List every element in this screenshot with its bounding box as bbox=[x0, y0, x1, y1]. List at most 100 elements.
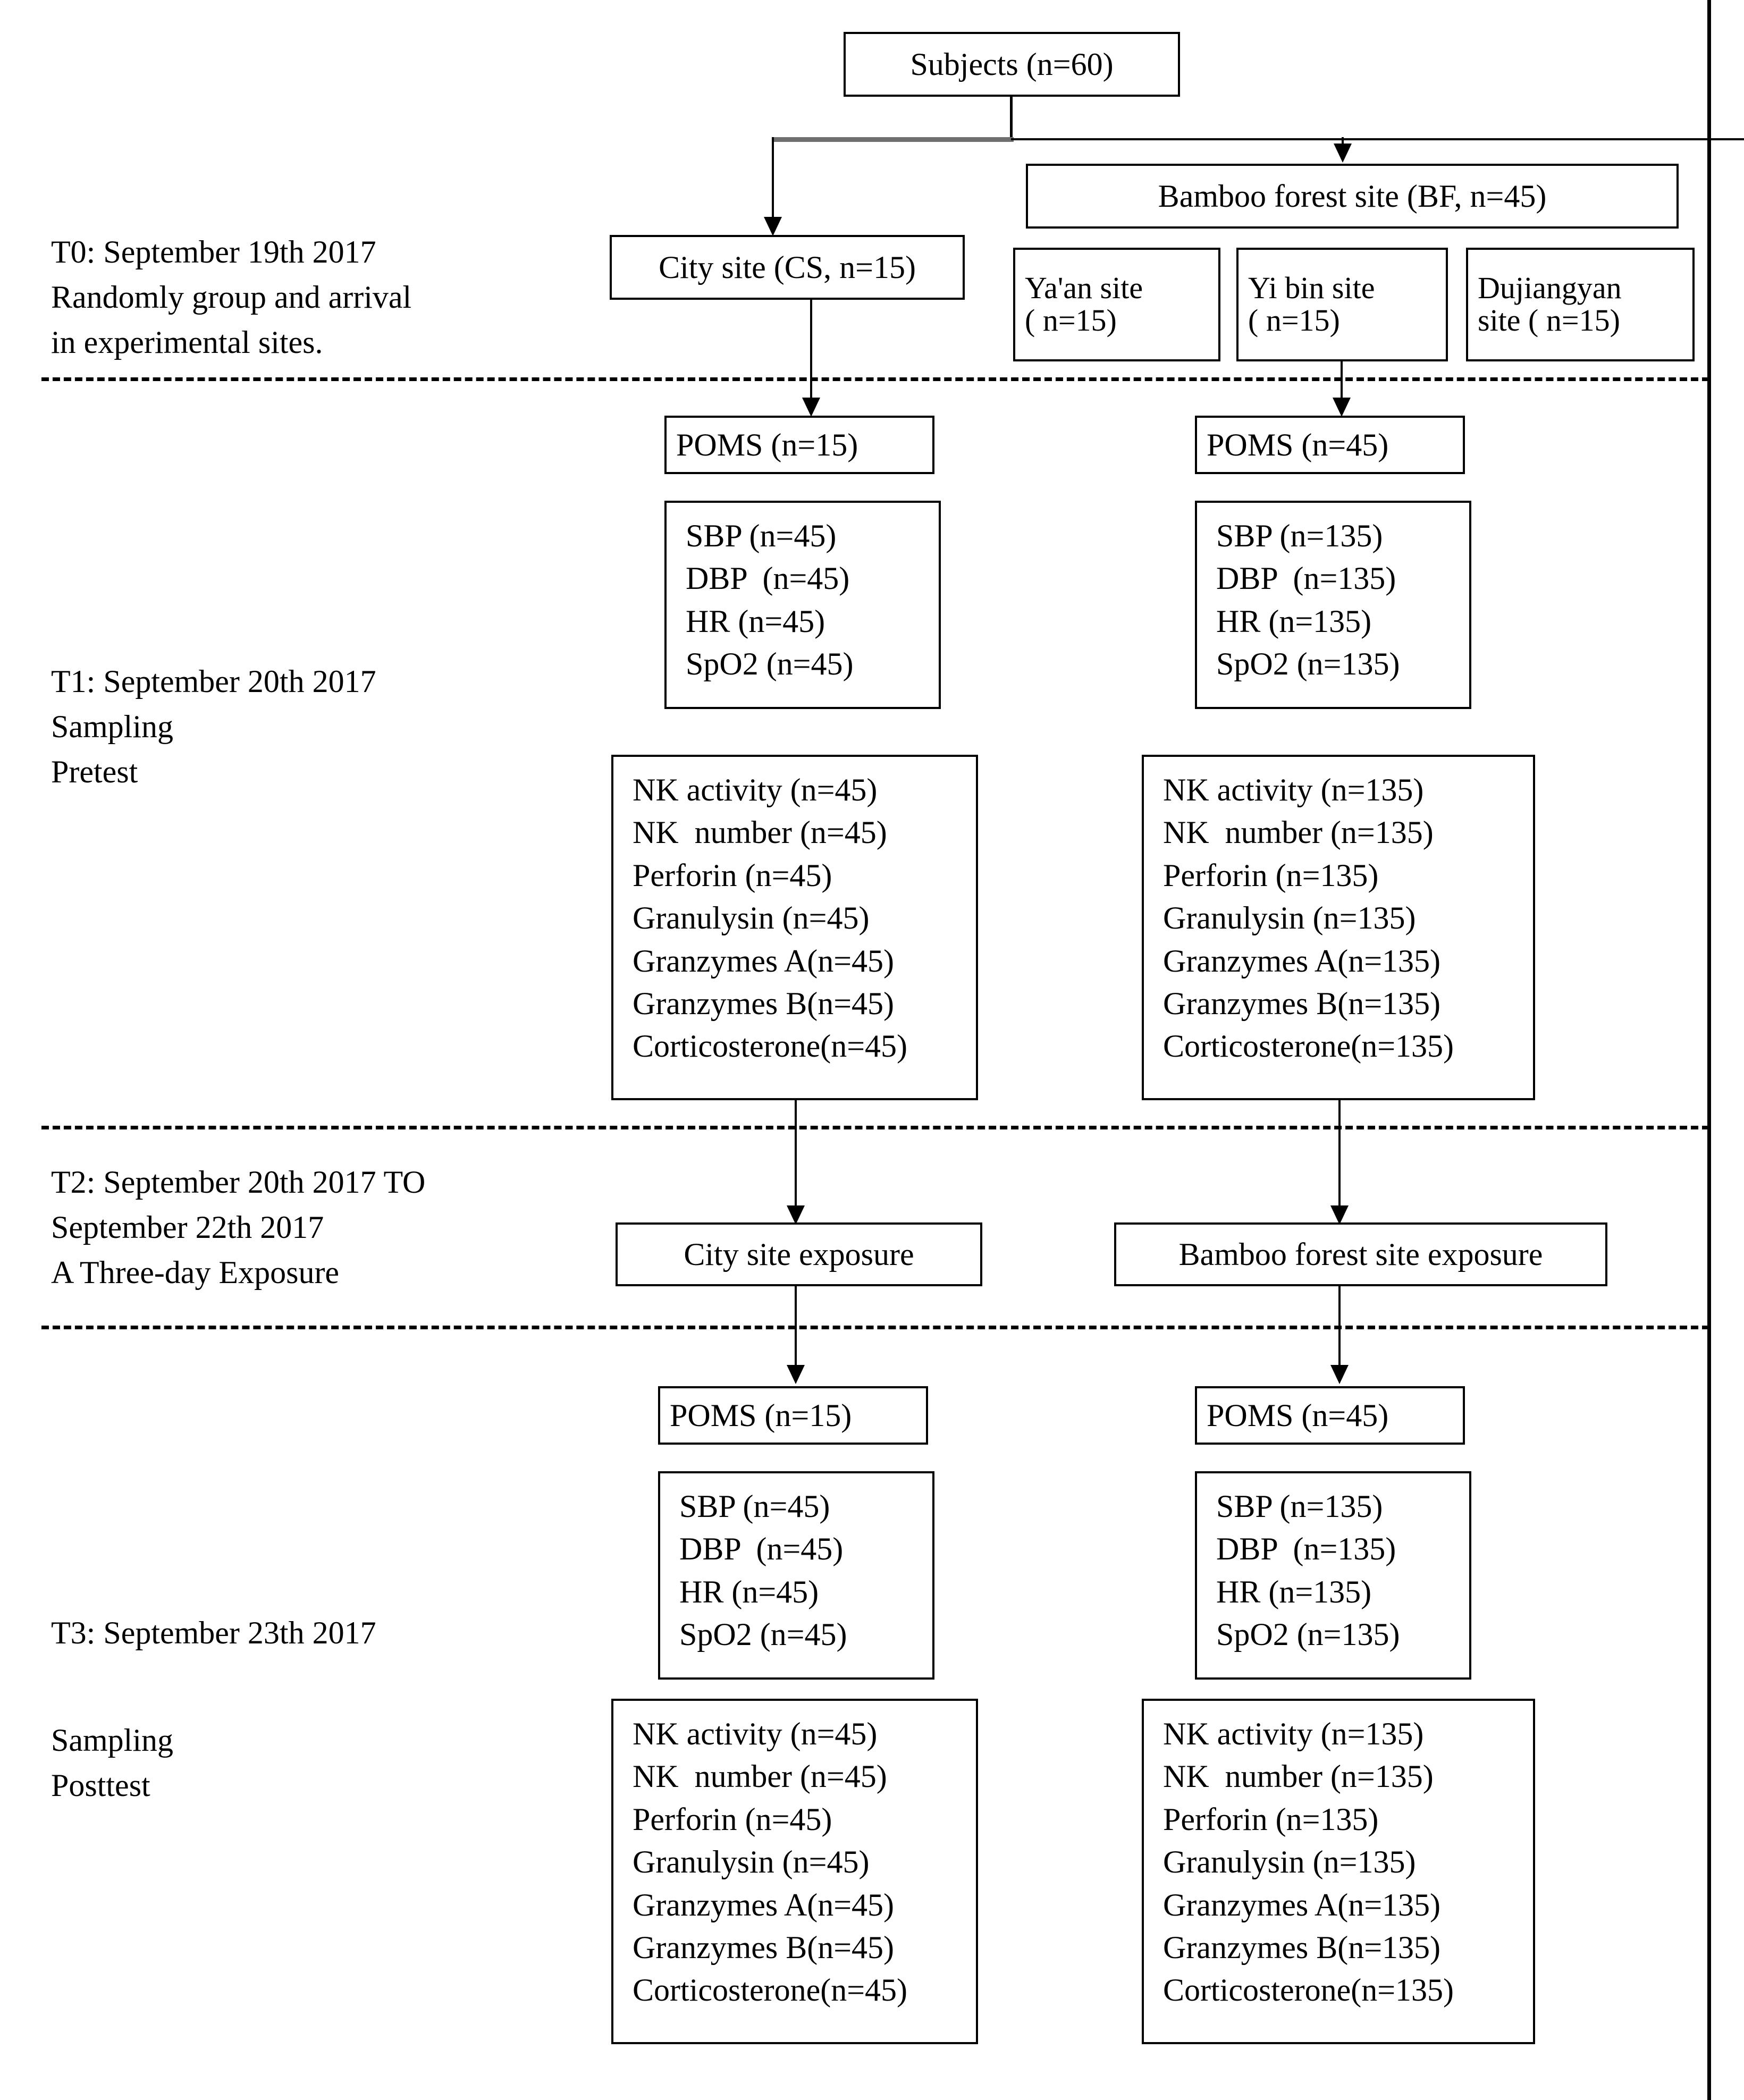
posttest-bf-assay-line: Perforin (n=135) bbox=[1163, 1801, 1379, 1837]
posttest-cs-assay-line: Corticosterone(n=45) bbox=[633, 1972, 908, 2008]
posttest-cs-assay-line: Granzymes B(n=45) bbox=[633, 1929, 895, 1965]
pretest-cs-assay-line: Granulysin (n=45) bbox=[633, 900, 870, 936]
posttest-cs-assay-line: NK number (n=45) bbox=[633, 1759, 887, 1794]
pretest-bf-assay-line: Granzymes A(n=135) bbox=[1163, 943, 1441, 979]
timeline-label-t2: T2: September 20th 2017 TO September 22t… bbox=[51, 1165, 426, 1291]
timeline-label-t3-date: T3: September 23th 2017 bbox=[51, 1615, 376, 1650]
node-yibin-site-label: Yi bin site ( n=15) bbox=[1248, 271, 1375, 338]
connector-exposure-cs-to-posttest bbox=[795, 1286, 797, 1381]
connector-pretest-cs-to-exposure bbox=[795, 1100, 797, 1221]
pretest-bf-assay-line: Granulysin (n=135) bbox=[1163, 900, 1416, 936]
pretest-cs-poms-box[interactable]: POMS (n=15) bbox=[664, 416, 934, 474]
phase-separator-t0-t1 bbox=[41, 377, 1709, 381]
connector-subjects-stem bbox=[1010, 97, 1013, 139]
posttest-bf-vitals-box[interactable]: SBP (n=135) DBP (n=135) HR (n=135) SpO2 … bbox=[1195, 1471, 1471, 1680]
posttest-bf-vitals-line: SpO2 (n=135) bbox=[1216, 1617, 1400, 1652]
posttest-bf-assay-line: NK number (n=135) bbox=[1163, 1759, 1434, 1794]
node-yibin-site[interactable]: Yi bin site ( n=15) bbox=[1236, 248, 1448, 361]
pretest-cs-vitals-line: DBP (n=45) bbox=[686, 561, 850, 596]
posttest-bf-poms-label: POMS (n=45) bbox=[1207, 1397, 1389, 1433]
arrowhead-to-city-site bbox=[764, 217, 782, 236]
pretest-cs-vitals-box[interactable]: SBP (n=45) DBP (n=45) HR (n=45) SpO2 (n=… bbox=[664, 501, 941, 709]
pretest-bf-assay-line: NK number (n=135) bbox=[1163, 815, 1434, 850]
pretest-bf-poms-box[interactable]: POMS (n=45) bbox=[1195, 416, 1465, 474]
connector-split-bar-right bbox=[1011, 138, 1744, 140]
timeline-label-t3-detail: Sampling Posttest bbox=[51, 1723, 174, 1803]
posttest-cs-assay-line: NK activity (n=45) bbox=[633, 1716, 878, 1751]
posttest-bf-vitals-line: DBP (n=135) bbox=[1216, 1531, 1396, 1567]
pretest-cs-assay-line: NK activity (n=45) bbox=[633, 772, 878, 807]
arrowhead-pretest-cs-to-exposure bbox=[787, 1205, 805, 1225]
posttest-bf-assays-box[interactable]: NK activity (n=135) NK number (n=135) Pe… bbox=[1142, 1699, 1535, 2044]
node-dujiangyan-site-label: Dujiangyan site ( n=15) bbox=[1478, 271, 1622, 338]
connector-city-to-pretest bbox=[810, 300, 812, 414]
pretest-bf-assay-line: NK activity (n=135) bbox=[1163, 772, 1424, 807]
posttest-cs-vitals-line: SpO2 (n=45) bbox=[679, 1617, 847, 1652]
node-bamboo-forest-site[interactable]: Bamboo forest site (BF, n=45) bbox=[1026, 164, 1679, 229]
node-subjects-label: Subjects (n=60) bbox=[910, 46, 1114, 82]
posttest-cs-vitals-line: SBP (n=45) bbox=[679, 1489, 830, 1524]
pretest-cs-assay-line: Granzymes B(n=45) bbox=[633, 985, 895, 1021]
node-dujiangyan-site[interactable]: Dujiangyan site ( n=15) bbox=[1466, 248, 1695, 361]
posttest-cs-vitals-line: DBP (n=45) bbox=[679, 1531, 844, 1567]
pretest-bf-assay-line: Perforin (n=135) bbox=[1163, 857, 1379, 893]
pretest-bf-poms-label: POMS (n=45) bbox=[1207, 427, 1389, 462]
page-right-rule bbox=[1707, 0, 1711, 2100]
timeline-label-t1: T1: September 20th 2017 Sampling Pretest bbox=[51, 664, 376, 790]
node-bamboo-forest-site-exposure-label: Bamboo forest site exposure bbox=[1178, 1236, 1543, 1272]
pretest-cs-assays-box[interactable]: NK activity (n=45) NK number (n=45) Perf… bbox=[611, 755, 978, 1100]
pretest-bf-vitals-line: SBP (n=135) bbox=[1216, 518, 1383, 553]
posttest-cs-vitals-box[interactable]: SBP (n=45) DBP (n=45) HR (n=45) SpO2 (n=… bbox=[658, 1471, 934, 1680]
node-city-site-exposure[interactable]: City site exposure bbox=[616, 1222, 982, 1286]
connector-bamboo-to-pretest bbox=[1341, 361, 1343, 414]
arrowhead-exposure-bf-to-posttest bbox=[1330, 1365, 1349, 1384]
posttest-bf-assay-line: NK activity (n=135) bbox=[1163, 1716, 1424, 1751]
posttest-bf-assay-line: Granzymes A(n=135) bbox=[1163, 1887, 1441, 1922]
connector-split-bar-left bbox=[772, 137, 1014, 142]
timeline-label-t0: T0: September 19th 2017 Randomly group a… bbox=[51, 234, 412, 360]
node-yaan-site-label: Ya'an site ( n=15) bbox=[1025, 271, 1143, 338]
node-city-site-exposure-label: City site exposure bbox=[684, 1236, 914, 1272]
pretest-bf-vitals-line: HR (n=135) bbox=[1216, 603, 1372, 639]
posttest-cs-poms-box[interactable]: POMS (n=15) bbox=[658, 1386, 928, 1445]
connector-exposure-bf-to-posttest bbox=[1338, 1286, 1341, 1381]
node-yaan-site[interactable]: Ya'an site ( n=15) bbox=[1013, 248, 1220, 361]
pretest-cs-vitals-line: HR (n=45) bbox=[686, 603, 825, 639]
pretest-cs-poms-label: POMS (n=15) bbox=[676, 427, 858, 462]
pretest-cs-vitals-line: SpO2 (n=45) bbox=[686, 646, 854, 682]
posttest-bf-vitals-line: HR (n=135) bbox=[1216, 1574, 1372, 1609]
posttest-bf-poms-box[interactable]: POMS (n=45) bbox=[1195, 1386, 1465, 1445]
arrowhead-pretest-bf-to-exposure bbox=[1330, 1205, 1349, 1225]
pretest-bf-vitals-box[interactable]: SBP (n=135) DBP (n=135) HR (n=135) SpO2 … bbox=[1195, 501, 1471, 709]
phase-separator-t2-t3 bbox=[41, 1326, 1709, 1329]
pretest-bf-assay-line: Granzymes B(n=135) bbox=[1163, 985, 1441, 1021]
connector-pretest-bf-to-exposure bbox=[1338, 1100, 1341, 1221]
pretest-cs-assay-line: Perforin (n=45) bbox=[633, 857, 832, 893]
posttest-cs-vitals-line: HR (n=45) bbox=[679, 1574, 819, 1609]
connector-to-city-site bbox=[772, 137, 774, 234]
pretest-bf-vitals-line: SpO2 (n=135) bbox=[1216, 646, 1400, 682]
posttest-bf-assay-line: Granzymes B(n=135) bbox=[1163, 1929, 1441, 1965]
pretest-cs-vitals-line: SBP (n=45) bbox=[686, 518, 837, 553]
node-bamboo-forest-site-label: Bamboo forest site (BF, n=45) bbox=[1158, 178, 1547, 214]
pretest-cs-assay-line: NK number (n=45) bbox=[633, 815, 887, 850]
posttest-bf-vitals-line: SBP (n=135) bbox=[1216, 1489, 1383, 1524]
posttest-cs-assay-line: Granulysin (n=45) bbox=[633, 1844, 870, 1880]
arrowhead-exposure-cs-to-posttest bbox=[787, 1365, 805, 1384]
posttest-cs-assays-box[interactable]: NK activity (n=45) NK number (n=45) Perf… bbox=[611, 1699, 978, 2044]
pretest-cs-assay-line: Granzymes A(n=45) bbox=[633, 943, 895, 979]
posttest-cs-poms-label: POMS (n=15) bbox=[670, 1397, 852, 1433]
pretest-bf-assays-box[interactable]: NK activity (n=135) NK number (n=135) Pe… bbox=[1142, 755, 1535, 1100]
node-city-site-label: City site (CS, n=15) bbox=[659, 249, 916, 285]
pretest-cs-assay-line: Corticosterone(n=45) bbox=[633, 1028, 908, 1064]
arrowhead-to-bamboo-site bbox=[1334, 144, 1352, 163]
pretest-bf-assay-line: Corticosterone(n=135) bbox=[1163, 1028, 1454, 1064]
arrowhead-city-to-pretest bbox=[802, 398, 820, 417]
posttest-cs-assay-line: Perforin (n=45) bbox=[633, 1801, 832, 1837]
node-city-site[interactable]: City site (CS, n=15) bbox=[610, 235, 965, 300]
node-subjects[interactable]: Subjects (n=60) bbox=[844, 32, 1180, 97]
posttest-cs-assay-line: Granzymes A(n=45) bbox=[633, 1887, 895, 1922]
pretest-bf-vitals-line: DBP (n=135) bbox=[1216, 561, 1396, 596]
node-bamboo-forest-site-exposure[interactable]: Bamboo forest site exposure bbox=[1114, 1222, 1607, 1286]
